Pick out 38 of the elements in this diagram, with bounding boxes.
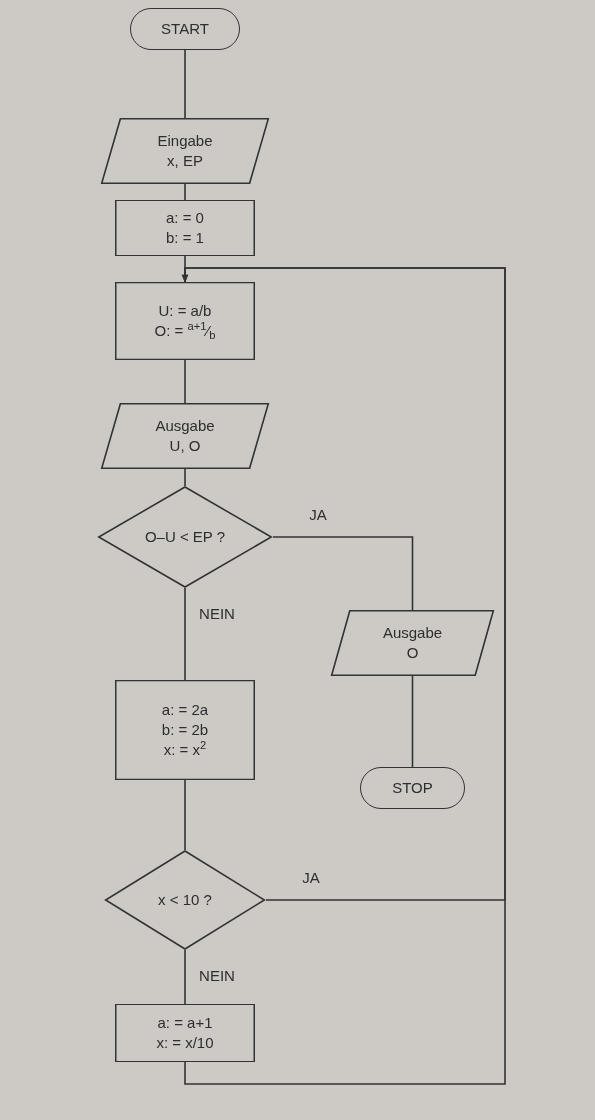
arrow — [181, 267, 506, 1085]
process-box — [115, 1004, 255, 1062]
node-text: Ausgabe — [155, 416, 215, 436]
connector-line — [272, 536, 414, 611]
process-box — [115, 680, 255, 780]
connector-line — [184, 949, 186, 1005]
connector-line — [411, 675, 414, 768]
node-text: O: = $^{a+1}$⁄$_{b}$ — [154, 321, 216, 341]
node-text: Ausgabe — [382, 623, 443, 643]
decision-diamond — [97, 486, 273, 588]
connector-line — [184, 49, 186, 119]
connector-line — [184, 779, 186, 851]
node-text: x, EP — [167, 151, 203, 171]
node-text: a: = 2a — [161, 700, 209, 720]
node-text: x < 10 ? — [158, 890, 212, 910]
node-text: U: = a/b — [158, 301, 212, 321]
node-text: STOP — [392, 778, 433, 798]
node-text: O–U < EP ? — [144, 527, 226, 547]
node-text: a: = 0 — [166, 208, 204, 228]
node-text: START — [161, 19, 209, 39]
input-output-box — [100, 118, 270, 184]
connector-line — [184, 359, 186, 404]
node-text: x: = x/10 — [156, 1033, 214, 1053]
node-text: O — [406, 643, 419, 663]
node-text: b: = 2b — [161, 720, 209, 740]
input-output-box — [100, 403, 270, 469]
process-box — [115, 282, 255, 360]
connector-line — [184, 468, 186, 487]
node-text: x: = x$^{2}$ — [163, 740, 207, 760]
decision-diamond — [104, 850, 266, 950]
node-text: a: = a+1 — [157, 1013, 213, 1033]
connector-line — [184, 183, 186, 201]
node-text: b: = 1 — [166, 228, 204, 248]
node-text: Eingabe — [157, 131, 213, 151]
node-text: U, O — [169, 436, 201, 456]
input-output-box — [330, 610, 495, 676]
connector-line — [184, 587, 186, 681]
process-box — [115, 200, 255, 256]
